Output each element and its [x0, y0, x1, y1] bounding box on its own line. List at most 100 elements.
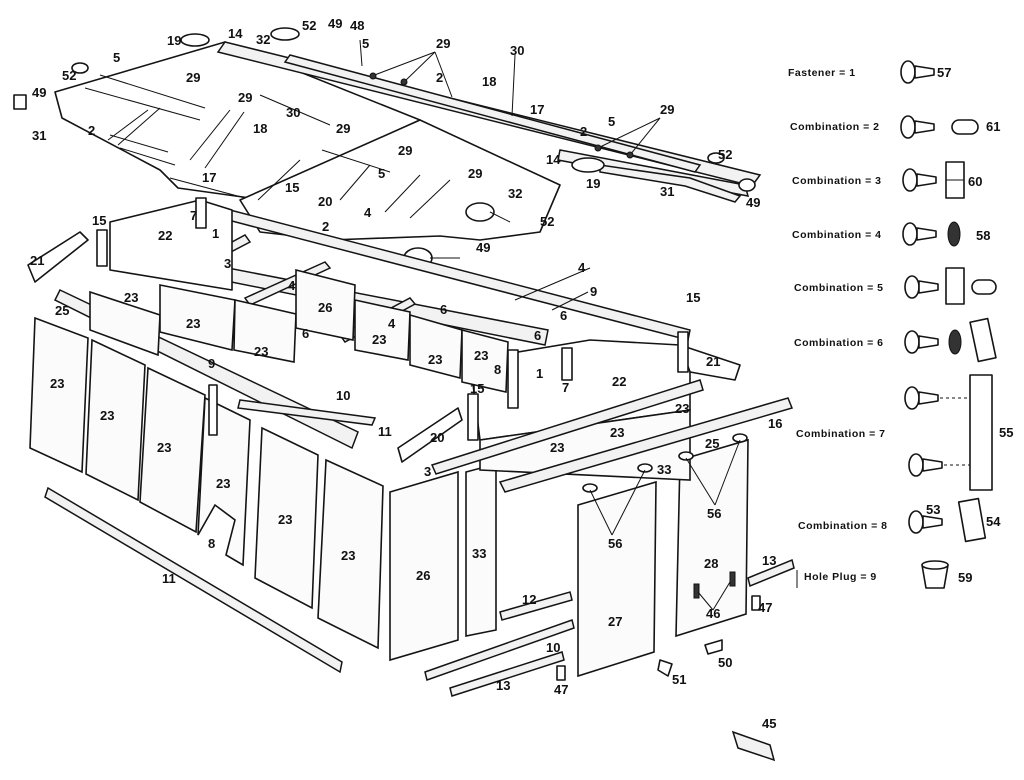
- label-29: 29: [186, 70, 200, 85]
- label-4: 4: [578, 260, 586, 275]
- label-15: 15: [285, 180, 299, 195]
- track-13-left: [449, 651, 565, 697]
- label-56: 56: [608, 536, 622, 551]
- label-1: 1: [536, 366, 543, 381]
- corner-gable-20: [397, 407, 463, 463]
- label-4: 4: [288, 278, 296, 293]
- back-panel-23-c: [233, 299, 297, 363]
- label-29: 29: [238, 90, 252, 105]
- label-2: 2: [322, 219, 329, 234]
- label-23: 23: [100, 408, 114, 423]
- rivet-dot: [626, 151, 634, 159]
- door-27: [577, 480, 657, 678]
- label-23: 23: [341, 548, 355, 563]
- label-27: 27: [608, 614, 622, 629]
- bracket-47-right: [751, 595, 761, 611]
- label-28: 28: [704, 556, 718, 571]
- label-23: 23: [254, 344, 268, 359]
- sill-10: [424, 619, 575, 681]
- legend-part-53: 53: [926, 502, 940, 517]
- door-header-3: [430, 379, 704, 475]
- legend-part-58: 58: [976, 228, 990, 243]
- label-11: 11: [378, 424, 392, 439]
- label-52: 52: [62, 68, 76, 83]
- rivet-dot: [369, 72, 377, 80]
- label-23: 23: [157, 440, 171, 455]
- label-19: 19: [586, 176, 600, 191]
- label-2: 2: [580, 124, 587, 139]
- end-cap-49-left: [13, 94, 27, 110]
- label-6: 6: [440, 302, 447, 317]
- label-31: 31: [32, 128, 46, 143]
- label-13: 13: [762, 553, 776, 568]
- end-wall-22-left: [109, 199, 233, 291]
- label-29: 29: [398, 143, 412, 158]
- label-15: 15: [686, 290, 700, 305]
- wall-panel-23-6: [317, 458, 384, 650]
- label-22: 22: [158, 228, 172, 243]
- label-7: 7: [190, 208, 197, 223]
- end-piece-19-top: [180, 33, 210, 47]
- guide-56-a: [582, 483, 598, 493]
- legend-label-4: Combination = 4: [792, 229, 881, 241]
- label-23: 23: [675, 401, 689, 416]
- label-23: 23: [278, 512, 292, 527]
- label-33: 33: [657, 462, 671, 477]
- label-47: 47: [554, 682, 568, 697]
- back-panel-26: [295, 268, 356, 341]
- back-panel-23-d: [354, 299, 411, 361]
- label-5: 5: [113, 50, 120, 65]
- lock-washer-icon: [948, 329, 962, 355]
- label-45: 45: [762, 716, 776, 731]
- label-51: 51: [672, 672, 686, 687]
- legend-label-7: Combination = 7: [796, 428, 885, 440]
- roof-eave-piece-31: [599, 164, 742, 203]
- post-15-right: [677, 331, 689, 373]
- legend-label-5: Combination = 5: [794, 282, 883, 294]
- label-32: 32: [508, 186, 522, 201]
- label-3: 3: [224, 256, 231, 271]
- base-rail-11-inner: [237, 399, 377, 426]
- label-17: 17: [202, 170, 216, 185]
- label-31: 31: [660, 184, 674, 199]
- label-1: 1: [212, 226, 219, 241]
- rivet-dot: [594, 144, 602, 152]
- screw-icon: [908, 510, 943, 534]
- label-18: 18: [253, 121, 267, 136]
- label-49: 49: [32, 85, 46, 100]
- back-panel-23-e: [409, 313, 463, 380]
- label-23: 23: [474, 348, 488, 363]
- label-23: 23: [610, 425, 624, 440]
- bracket-47: [556, 665, 566, 681]
- door-rail-16: [498, 397, 794, 493]
- label-30: 30: [510, 43, 524, 58]
- roof-leader-lines: [359, 39, 661, 259]
- legend-part-57: 57: [937, 65, 951, 80]
- label-5: 5: [608, 114, 615, 129]
- label-15: 15: [470, 381, 484, 396]
- wall-panel-23-5: [254, 426, 319, 610]
- end-cap-52-mid: [465, 202, 495, 222]
- label-49: 49: [476, 240, 490, 255]
- legend-part-61: 61: [986, 119, 1000, 134]
- washer-plate-icon: [945, 267, 965, 305]
- label-23: 23: [216, 476, 230, 491]
- handle-46-b: [729, 571, 736, 587]
- label-49: 49: [328, 16, 342, 31]
- label-13: 13: [496, 678, 510, 693]
- post-8: [507, 349, 519, 409]
- label-29: 29: [336, 121, 350, 136]
- label-20: 20: [318, 194, 332, 209]
- label-56: 56: [707, 506, 721, 521]
- label-52: 52: [540, 214, 554, 229]
- roof-assembly: [13, 27, 762, 269]
- gable-21-left: [27, 231, 89, 283]
- label-33: 33: [472, 546, 486, 561]
- hole-plug-icon: [921, 560, 949, 589]
- wall-panel-23-1: [29, 316, 89, 474]
- screw-icon: [904, 275, 939, 299]
- legend-label-9: Hole Plug = 9: [804, 571, 877, 583]
- long-plate-icon: [969, 374, 993, 491]
- screw-icon: [908, 453, 943, 477]
